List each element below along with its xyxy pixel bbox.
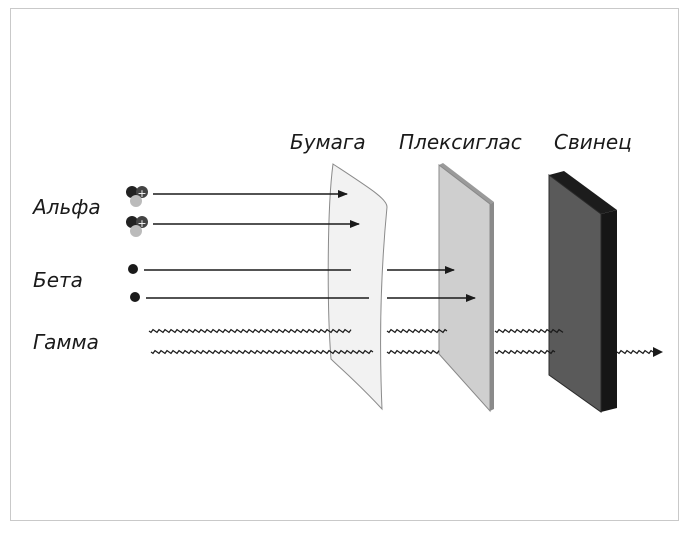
radiation-penetration-diagram: Бумага Плексиглас Свинец Альфа Бета Гамм… — [10, 8, 679, 521]
gamma-label: Гамма — [33, 330, 99, 354]
plexiglass-label: Плексиглас — [399, 130, 522, 154]
alpha-charge-1: + — [137, 187, 146, 200]
alpha-particle-1: + — [126, 186, 148, 207]
plexiglass-plate — [438, 163, 494, 413]
paper-label: Бумага — [290, 130, 366, 154]
beta-label: Бета — [33, 268, 83, 292]
alpha-particle-2: + — [126, 216, 148, 237]
gamma-ray-2-segment — [386, 349, 440, 355]
alpha-charge-2: + — [137, 217, 146, 230]
gamma-ray-2-segment — [150, 349, 374, 355]
alpha-label: Альфа — [31, 195, 101, 219]
gamma-ray-2-segment — [494, 349, 556, 355]
gamma-arrowhead — [653, 347, 663, 357]
paper-sheet — [327, 163, 388, 411]
gamma-ray-1-segment — [494, 328, 564, 334]
beta-particle-1 — [128, 264, 138, 274]
beta-particle-2 — [130, 292, 140, 302]
gamma-rays — [148, 328, 663, 357]
gamma-ray-1-segment — [386, 328, 448, 334]
gamma-ray-1-segment — [148, 328, 352, 334]
lead-label: Свинец — [554, 130, 632, 154]
lead-plate — [548, 171, 617, 413]
gamma-ray-2-segment — [616, 349, 654, 355]
